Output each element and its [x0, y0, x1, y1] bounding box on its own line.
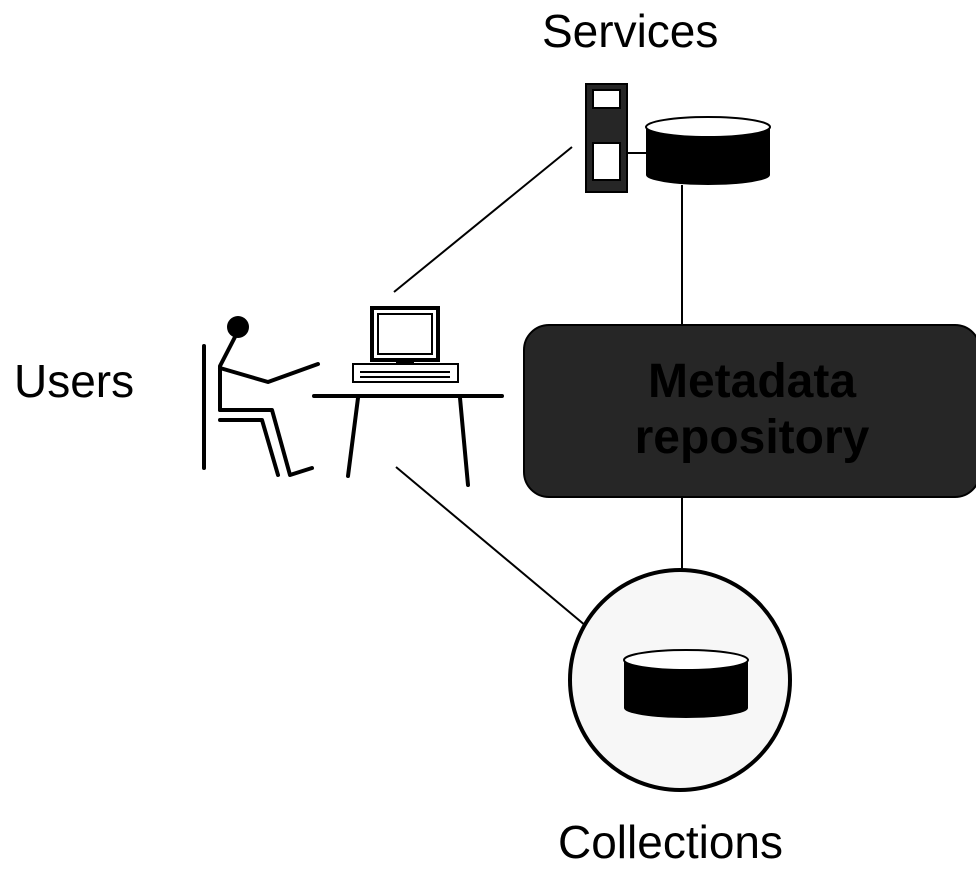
services-label: Services: [542, 5, 719, 57]
seated-user-icon: [202, 316, 320, 477]
computer-monitor-icon: [370, 306, 440, 364]
desktop-tower-icon: [585, 83, 628, 193]
desk-icon: [312, 394, 504, 487]
repository-line-1: Metadata: [647, 355, 857, 408]
collections-database-icon: [623, 649, 749, 718]
keyboard-icon: [352, 363, 459, 383]
metadata-repository-label: Metadata repository: [523, 354, 976, 466]
users-label: Users: [14, 355, 135, 407]
connector-users-services: [393, 146, 573, 293]
metadata-repository-box: [523, 324, 976, 498]
connector-users-collections: [395, 466, 587, 627]
repository-line-2: repository: [634, 411, 870, 464]
collections-label: Collections: [558, 816, 783, 868]
database-icon: [645, 116, 771, 185]
